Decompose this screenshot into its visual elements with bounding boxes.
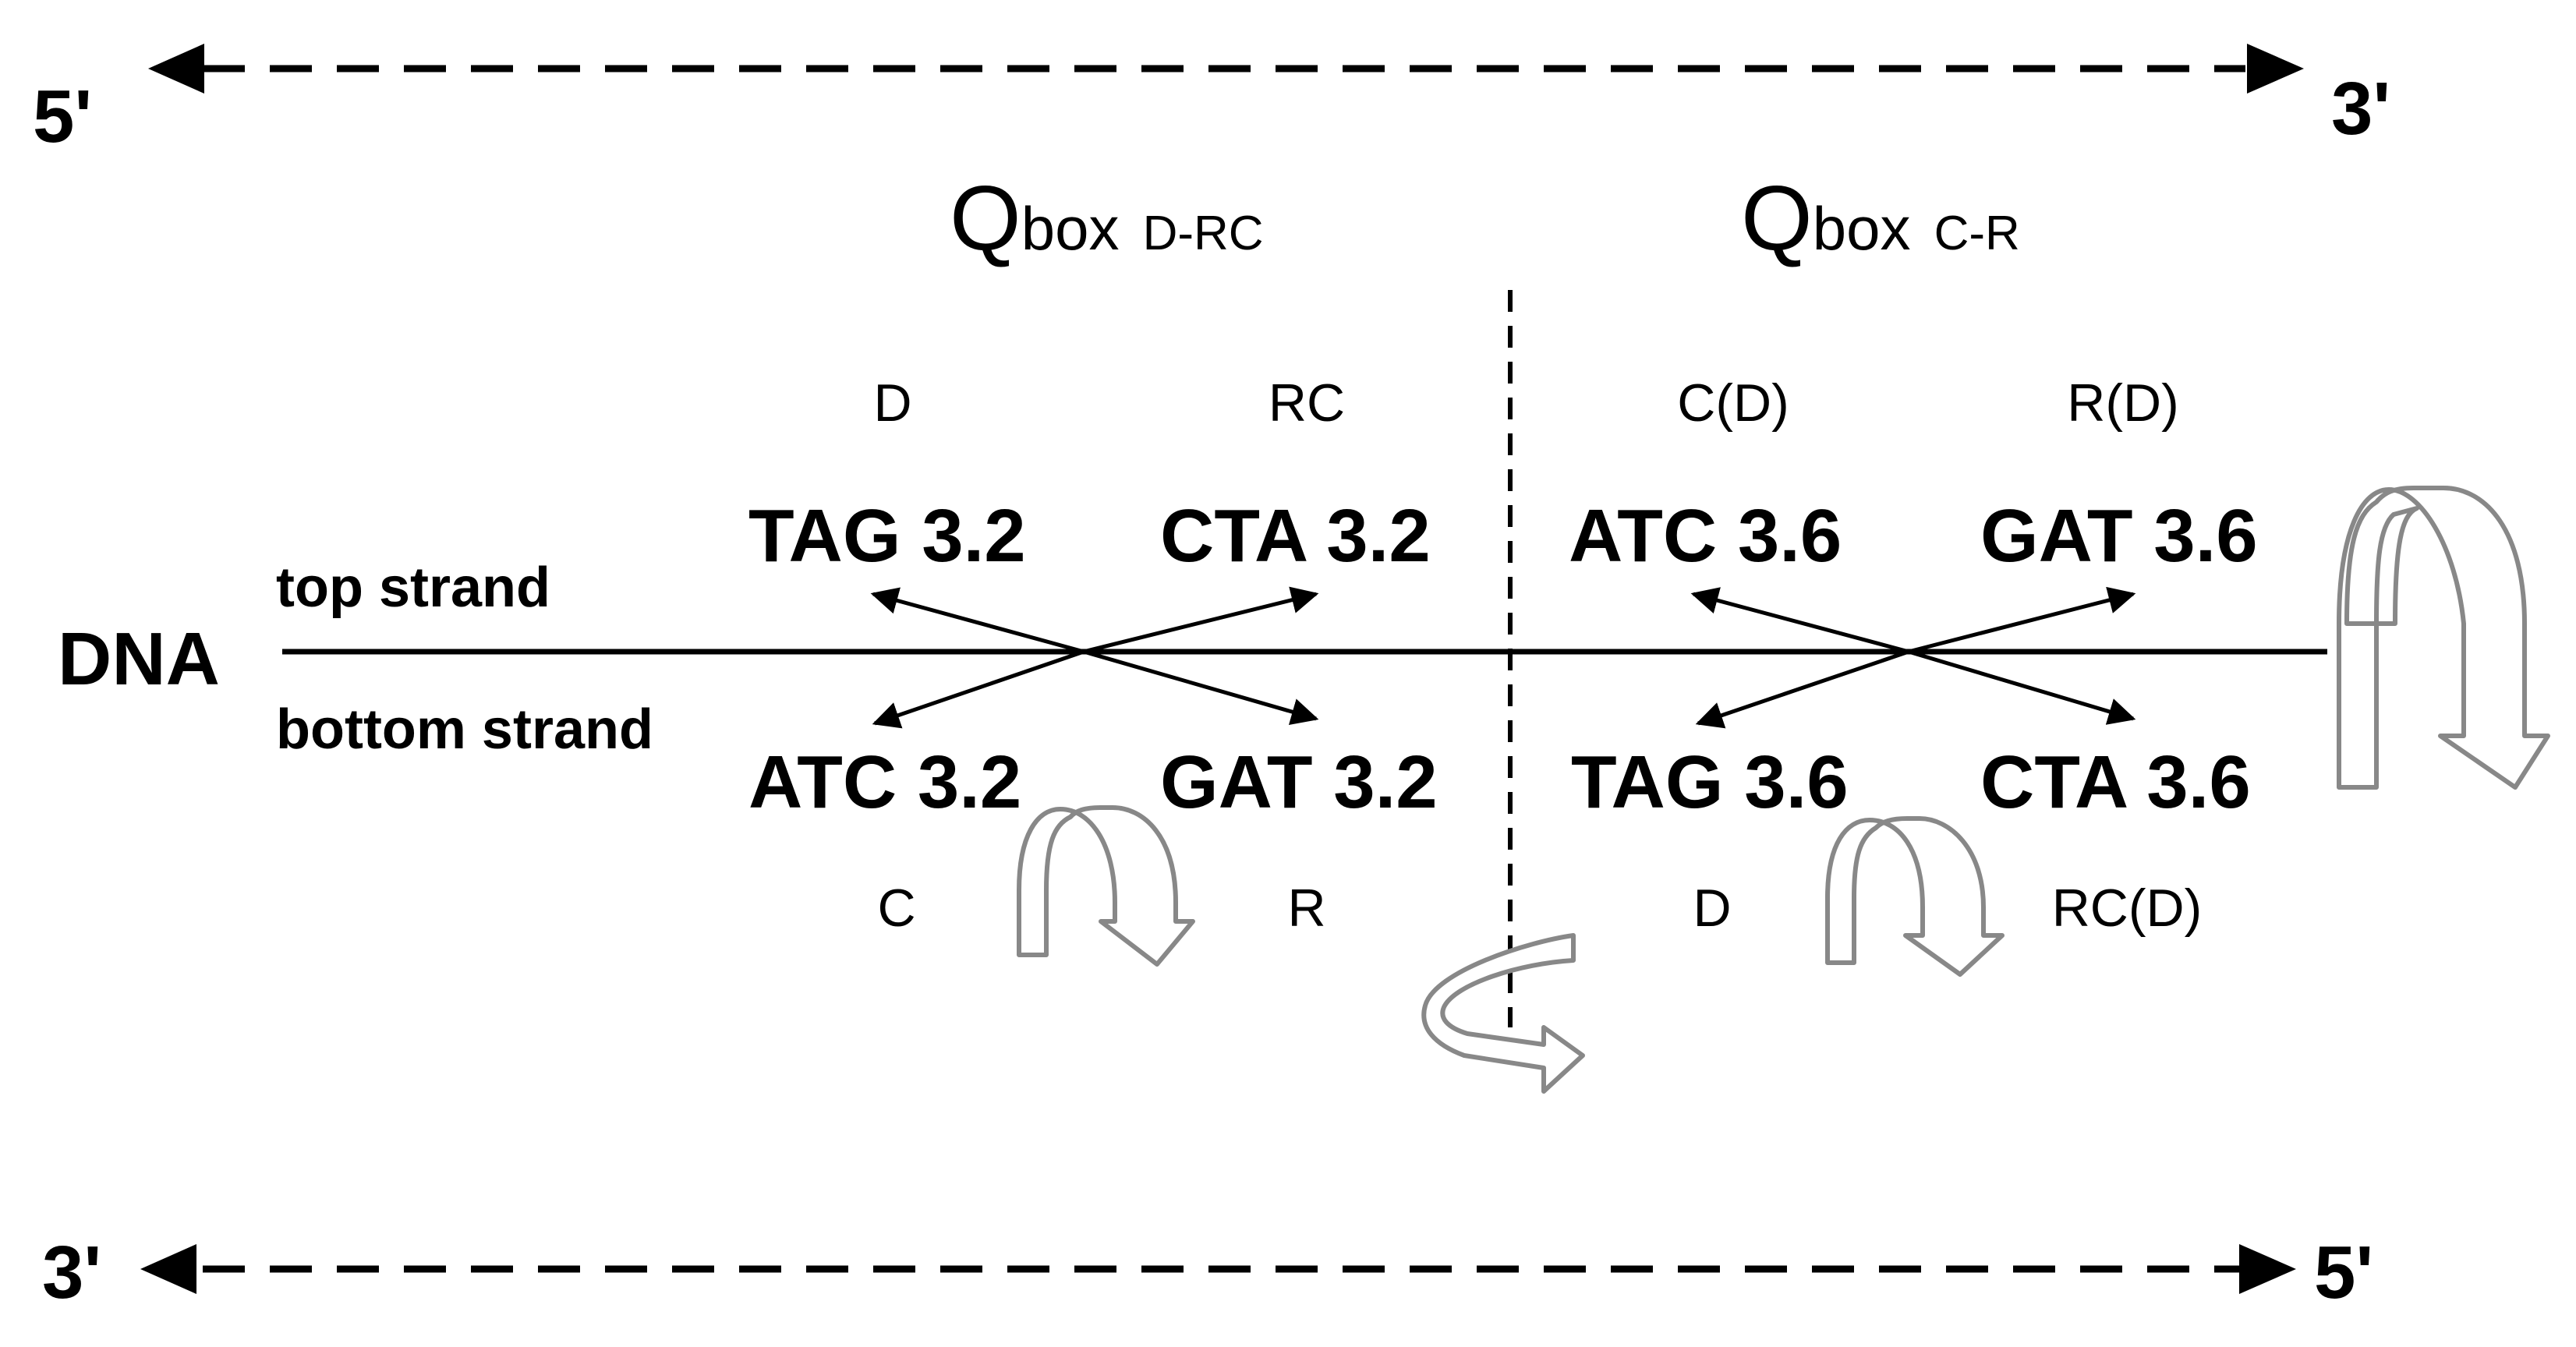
qbox-right-box: box — [1813, 194, 1911, 263]
right-crossing-arrows — [1690, 586, 2136, 729]
large-flip-arrow-icon — [2337, 486, 2550, 790]
top-left-end-label: 5' — [33, 75, 92, 158]
left-top-codon-1: TAG 3.2 — [748, 494, 1026, 578]
right-arrow-to-atc — [1690, 587, 1909, 654]
left-arrow-to-gat — [1083, 649, 1319, 726]
qbox-left-sub: D-RC — [1143, 207, 1264, 260]
left-bottom-label-c: C — [877, 879, 915, 938]
left-bottom-codon-2: GAT 3.2 — [1160, 741, 1438, 824]
left-arrow-to-atc — [872, 649, 1085, 729]
left-flip-arrow-icon — [1017, 805, 1195, 967]
bottom-direction-arrow — [140, 1244, 2296, 1294]
right-bottom-codon-2: CTA 3.6 — [1980, 741, 2251, 824]
qbox-right-title: Qbox C-R — [1741, 167, 2020, 270]
qbox-left-title: Qbox D-RC — [950, 167, 1264, 270]
qbox-right-sub: C-R — [1934, 207, 2020, 260]
left-top-label-rc: RC — [1269, 373, 1345, 433]
dna-label: DNA — [58, 617, 220, 701]
left-bottom-label-r: R — [1287, 879, 1325, 938]
left-top-label-d: D — [873, 373, 911, 433]
qbox-left-q: Q — [950, 167, 1021, 270]
left-top-codon-2: CTA 3.2 — [1160, 494, 1431, 578]
left-arrow-to-tag — [870, 587, 1085, 654]
top-right-end-label: 3' — [2331, 67, 2390, 150]
bottom-strand-label: bottom strand — [276, 698, 653, 761]
right-top-label-cd: C(D) — [1677, 373, 1789, 433]
right-top-codon-1: ATC 3.6 — [1569, 494, 1842, 578]
left-crossing-arrows — [870, 586, 1319, 729]
qbox-right-q: Q — [1741, 167, 1813, 270]
right-arrow-to-gat — [1908, 586, 2136, 654]
right-top-label-rd: R(D) — [2067, 373, 2179, 433]
left-bottom-codon-1: ATC 3.2 — [748, 741, 1021, 824]
right-arrow-to-tag — [1695, 649, 1909, 729]
bottom-left-end-label: 3' — [42, 1231, 101, 1314]
rotation-arrow-icon — [1421, 933, 1585, 1094]
bottom-right-end-label: 5' — [2314, 1231, 2373, 1314]
top-strand-label: top strand — [276, 557, 550, 619]
top-direction-arrow — [148, 44, 2304, 94]
left-arrow-to-cta — [1083, 586, 1319, 654]
right-arrow-to-cta — [1908, 649, 2136, 725]
right-bottom-codon-1: TAG 3.6 — [1571, 741, 1849, 824]
right-top-codon-2: GAT 3.6 — [1980, 494, 2258, 578]
qbox-left-box: box — [1021, 194, 1120, 263]
right-bottom-label-rcd: RC(D) — [2052, 879, 2203, 938]
right-flip-arrow-icon — [1825, 816, 2005, 977]
right-bottom-label-d: D — [1693, 879, 1731, 938]
